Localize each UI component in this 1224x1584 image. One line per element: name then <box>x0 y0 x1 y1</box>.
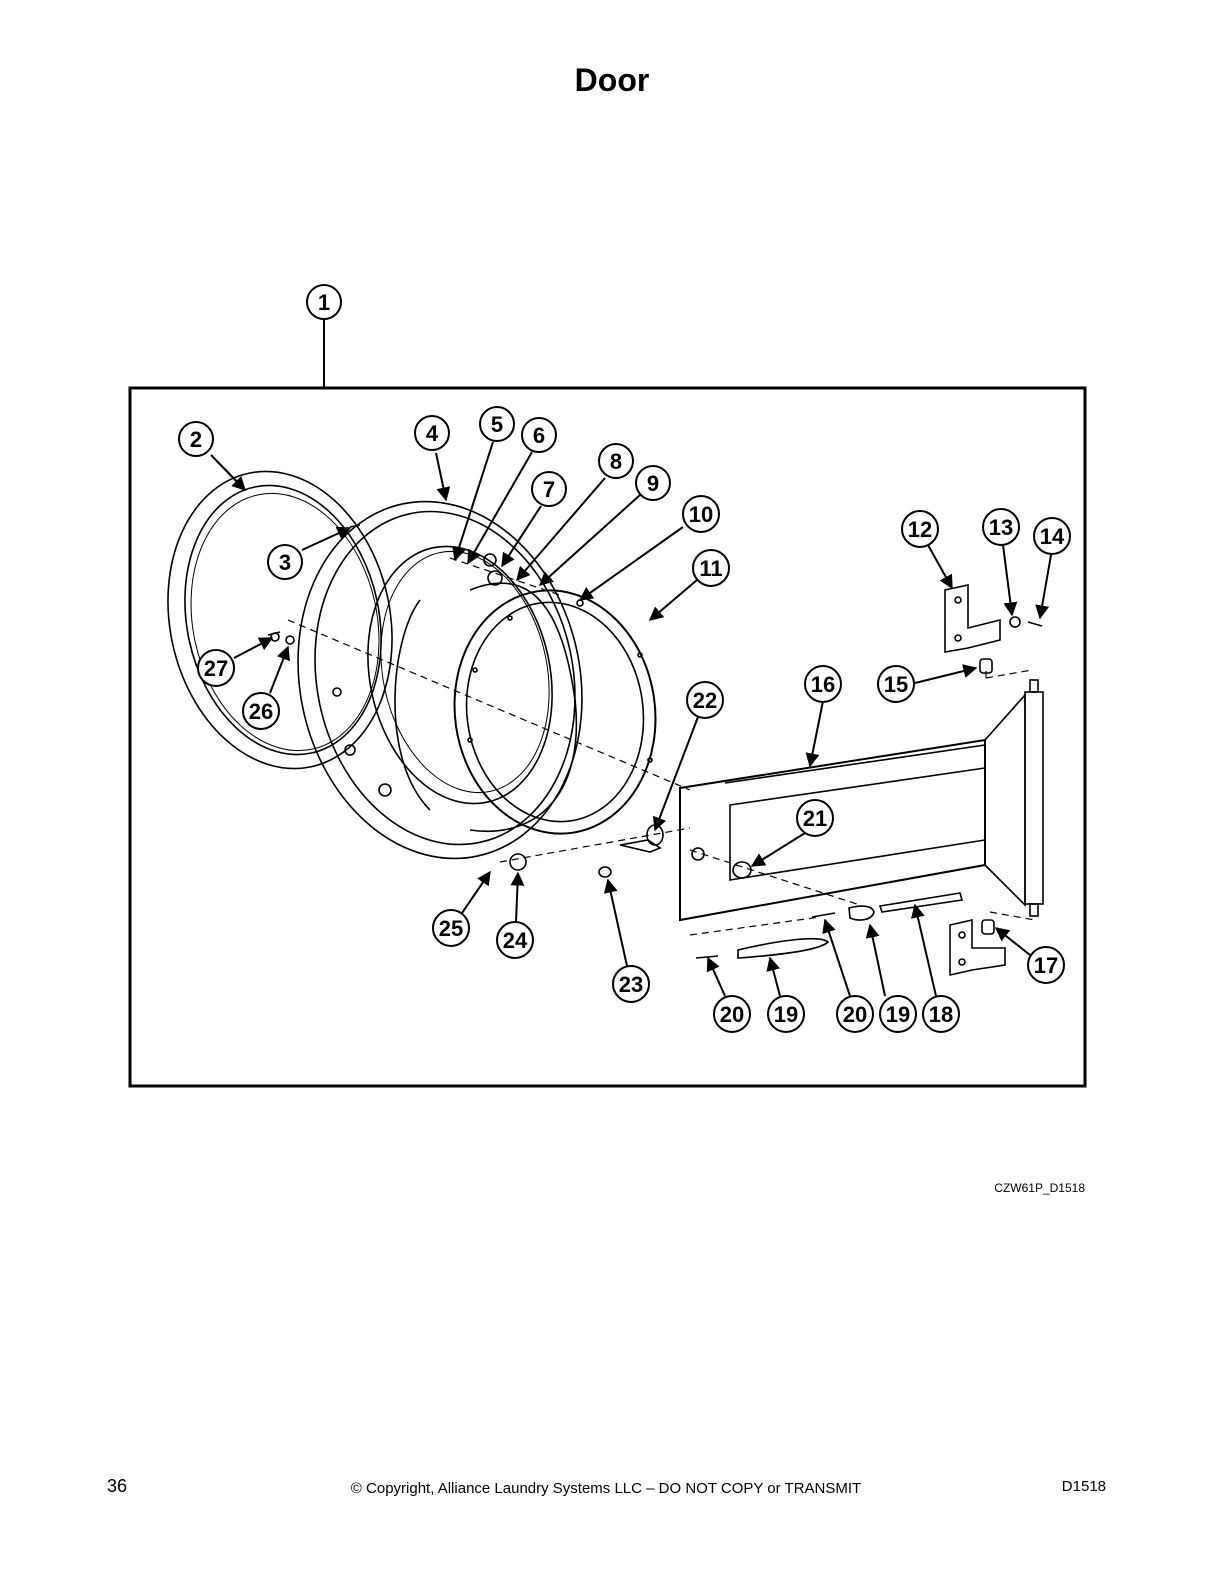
svg-text:25: 25 <box>439 916 463 941</box>
callout-22: 22 <box>686 681 724 719</box>
svg-text:3: 3 <box>279 550 291 575</box>
page-number: 36 <box>107 1476 128 1496</box>
lower-hinge-part <box>949 918 1006 977</box>
callout-21: 21 <box>796 799 834 837</box>
callout-12: 12 <box>901 510 939 548</box>
copyright-notice: © Copyright, Alliance Laundry Systems LL… <box>350 1480 862 1497</box>
door-handle-panel-part <box>679 679 1044 922</box>
callout-23: 23 <box>612 965 650 1003</box>
callout-24: 24 <box>496 921 534 959</box>
svg-text:16: 16 <box>811 672 835 697</box>
callout-leaders <box>210 441 1052 997</box>
outer-ring-part <box>167 470 393 770</box>
svg-text:12: 12 <box>908 517 932 542</box>
callout-27: 27 <box>197 649 235 687</box>
document-id: D1518 <box>1061 1478 1106 1495</box>
svg-text:6: 6 <box>533 423 545 448</box>
callout-10: 10 <box>682 495 720 533</box>
callout-26: 26 <box>242 692 280 730</box>
svg-text:24: 24 <box>503 928 528 953</box>
callout-19a: 19 <box>767 995 805 1033</box>
callout-17: 17 <box>1027 946 1065 984</box>
clamp-ring-part <box>453 589 657 835</box>
svg-text:23: 23 <box>619 972 643 997</box>
svg-text:15: 15 <box>884 672 908 697</box>
svg-text:10: 10 <box>689 502 713 527</box>
callout-14: 14 <box>1033 517 1071 555</box>
callout-5: 5 <box>479 406 515 442</box>
svg-text:18: 18 <box>929 1002 953 1027</box>
svg-text:19: 19 <box>774 1002 798 1027</box>
callout-20b: 20 <box>836 995 874 1033</box>
callout-25: 25 <box>432 909 470 947</box>
upper-hinge-part <box>944 584 1043 674</box>
svg-text:7: 7 <box>543 477 555 502</box>
callout-9: 9 <box>635 465 671 501</box>
svg-text:27: 27 <box>204 656 228 681</box>
svg-text:8: 8 <box>610 449 622 474</box>
callout-4: 4 <box>414 415 450 451</box>
svg-text:5: 5 <box>491 412 503 437</box>
door-glass-part <box>394 582 578 832</box>
handle-hardware-parts <box>267 524 964 959</box>
svg-text:17: 17 <box>1034 953 1058 978</box>
svg-text:11: 11 <box>699 556 722 581</box>
callout-11: 11 <box>692 549 730 587</box>
page-title: Door <box>574 62 650 98</box>
svg-text:2: 2 <box>190 427 202 452</box>
door-frame-part <box>297 500 583 860</box>
assembly-axes <box>287 557 1036 936</box>
callout-15: 15 <box>877 665 915 703</box>
callout-6: 6 <box>521 417 557 453</box>
callout-8: 8 <box>598 443 634 479</box>
diagram-frame <box>128 386 1087 1088</box>
svg-text:19: 19 <box>886 1002 910 1027</box>
svg-text:21: 21 <box>803 806 827 831</box>
svg-text:22: 22 <box>693 688 717 713</box>
callout-7: 7 <box>531 471 567 507</box>
door-parts-drawing <box>167 470 1044 977</box>
drawing-code: CZW61P_D1518 <box>994 1181 1085 1195</box>
callout-16: 16 <box>804 665 842 703</box>
callout-1: 1 <box>306 284 342 320</box>
svg-text:1: 1 <box>318 290 330 315</box>
callout-18: 18 <box>922 995 960 1033</box>
svg-text:20: 20 <box>720 1002 744 1027</box>
callout-bubbles: 1 2 3 4 5 6 7 8 9 10 11 12 13 14 15 16 1… <box>178 284 1071 1033</box>
svg-text:20: 20 <box>843 1002 867 1027</box>
callout-3: 3 <box>267 544 303 580</box>
callout-2: 2 <box>178 421 214 457</box>
svg-text:13: 13 <box>989 515 1013 540</box>
callout-13: 13 <box>982 508 1020 546</box>
callout-19b: 19 <box>879 995 917 1033</box>
svg-text:4: 4 <box>426 421 439 446</box>
svg-text:14: 14 <box>1040 524 1065 549</box>
svg-text:26: 26 <box>249 699 273 724</box>
svg-text:9: 9 <box>647 471 659 496</box>
callout-20a: 20 <box>713 995 751 1033</box>
